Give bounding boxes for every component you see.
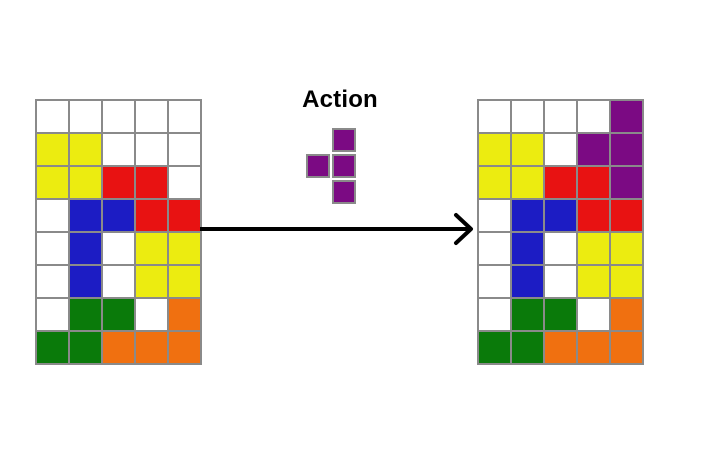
before-cell-empty — [37, 200, 68, 231]
before-cell-empty — [37, 266, 68, 297]
after-cell-blue — [545, 200, 576, 231]
before-cell-empty — [103, 134, 134, 165]
after-cell-purple — [611, 134, 642, 165]
before-cell-green — [103, 299, 134, 330]
after-cell-yellow — [479, 134, 510, 165]
before-cell-green — [70, 332, 101, 363]
before-cell-red — [136, 167, 167, 198]
after-cell-empty — [479, 200, 510, 231]
before-cell-yellow — [37, 134, 68, 165]
before-cell-blue — [103, 200, 134, 231]
before-cell-yellow — [169, 266, 200, 297]
after-cell-yellow — [578, 233, 609, 264]
after-cell-yellow — [479, 167, 510, 198]
after-cell-yellow — [512, 134, 543, 165]
after-cell-empty — [512, 101, 543, 132]
action-piece-block — [332, 154, 356, 178]
transition-arrow — [200, 213, 473, 245]
after-cell-orange — [578, 332, 609, 363]
before-cell-yellow — [37, 167, 68, 198]
after-cell-green — [479, 332, 510, 363]
before-cell-yellow — [136, 266, 167, 297]
after-cell-yellow — [611, 233, 642, 264]
after-cell-purple — [611, 167, 642, 198]
after-cell-red — [611, 200, 642, 231]
before-cell-green — [70, 299, 101, 330]
action-piece-block — [306, 154, 330, 178]
after-cell-empty — [578, 101, 609, 132]
after-cell-green — [512, 332, 543, 363]
action-piece-block — [332, 128, 356, 152]
after-cell-orange — [545, 332, 576, 363]
before-cell-blue — [70, 233, 101, 264]
before-cell-empty — [136, 299, 167, 330]
action-piece-empty — [306, 128, 330, 152]
after-cell-empty — [479, 299, 510, 330]
after-cell-yellow — [512, 167, 543, 198]
before-cell-empty — [136, 134, 167, 165]
after-cell-blue — [512, 233, 543, 264]
before-cell-empty — [103, 101, 134, 132]
action-title: Action — [302, 86, 378, 113]
after-cell-red — [578, 167, 609, 198]
before-cell-empty — [103, 266, 134, 297]
after-cell-green — [512, 299, 543, 330]
before-cell-empty — [37, 233, 68, 264]
after-cell-empty — [545, 101, 576, 132]
after-cell-purple — [578, 134, 609, 165]
after-cell-yellow — [578, 266, 609, 297]
before-cell-empty — [70, 101, 101, 132]
before-cell-green — [37, 332, 68, 363]
after-cell-blue — [512, 266, 543, 297]
before-cell-yellow — [70, 134, 101, 165]
after-cell-orange — [611, 299, 642, 330]
before-cell-red — [136, 200, 167, 231]
before-cell-red — [103, 167, 134, 198]
board-after — [477, 99, 644, 365]
after-cell-green — [545, 299, 576, 330]
action-piece-empty — [306, 180, 330, 204]
before-cell-empty — [103, 233, 134, 264]
after-cell-orange — [611, 332, 642, 363]
action-piece-block — [332, 180, 356, 204]
after-cell-yellow — [611, 266, 642, 297]
after-cell-purple — [611, 101, 642, 132]
before-cell-blue — [70, 266, 101, 297]
arrow-head — [454, 213, 473, 245]
after-cell-empty — [479, 233, 510, 264]
before-cell-empty — [136, 101, 167, 132]
before-cell-orange — [169, 299, 200, 330]
after-cell-red — [578, 200, 609, 231]
after-cell-empty — [578, 299, 609, 330]
action-piece-t — [306, 128, 356, 204]
before-cell-yellow — [169, 233, 200, 264]
before-cell-orange — [169, 332, 200, 363]
before-cell-orange — [136, 332, 167, 363]
before-cell-empty — [169, 167, 200, 198]
after-cell-empty — [545, 266, 576, 297]
before-cell-yellow — [136, 233, 167, 264]
before-cell-empty — [169, 134, 200, 165]
after-cell-empty — [479, 266, 510, 297]
after-cell-empty — [545, 233, 576, 264]
after-cell-empty — [479, 101, 510, 132]
after-cell-red — [545, 167, 576, 198]
before-cell-empty — [37, 299, 68, 330]
after-cell-empty — [545, 134, 576, 165]
after-cell-blue — [512, 200, 543, 231]
before-cell-empty — [37, 101, 68, 132]
before-cell-blue — [70, 200, 101, 231]
board-before — [35, 99, 202, 365]
before-cell-empty — [169, 101, 200, 132]
before-cell-yellow — [70, 167, 101, 198]
before-cell-red — [169, 200, 200, 231]
before-cell-orange — [103, 332, 134, 363]
